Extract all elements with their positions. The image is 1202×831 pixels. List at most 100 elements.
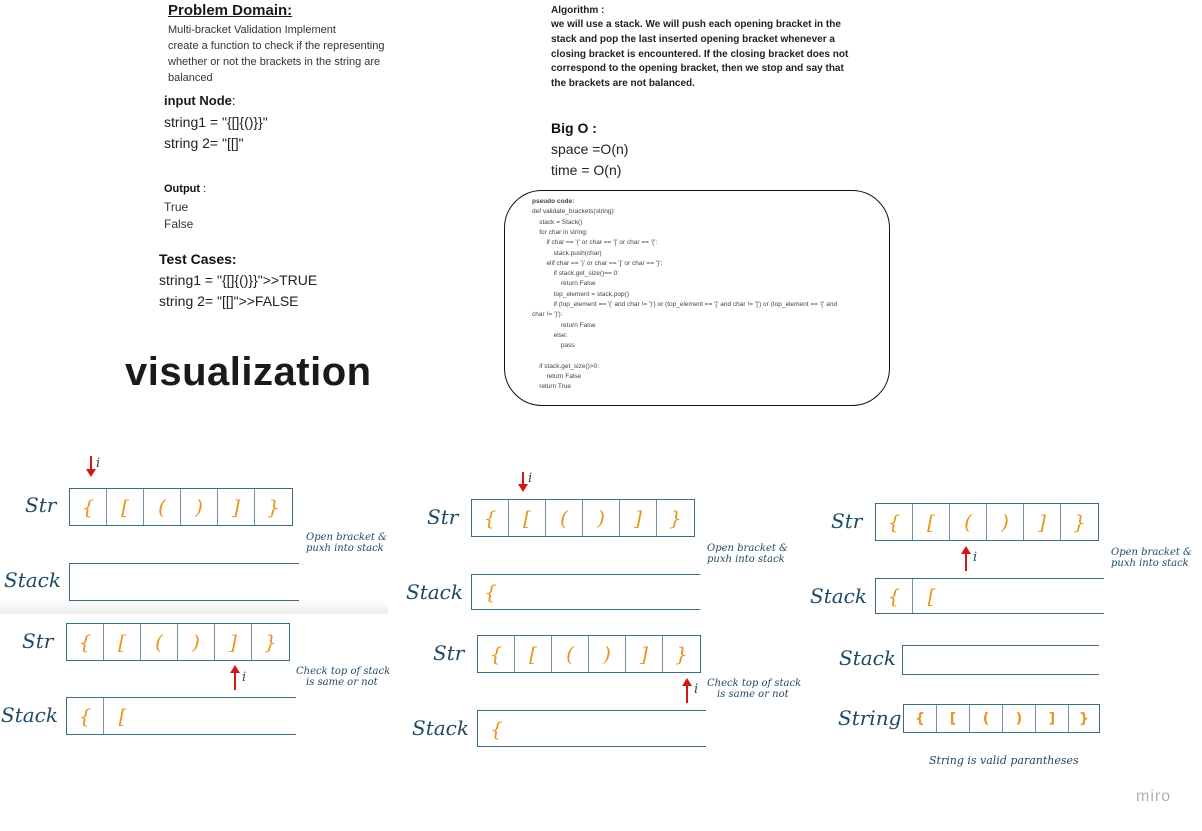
pointer-label: i: [242, 670, 247, 685]
bracket-cell: }: [675, 642, 688, 666]
stack-cell: {: [490, 716, 503, 741]
pointer-label: i: [694, 682, 699, 697]
stack-cell: {: [876, 579, 913, 613]
problem-domain-title: Problem Domain:: [168, 2, 293, 19]
stack-label: Stack: [406, 580, 463, 604]
pointer-arrow-line: [965, 553, 967, 571]
bracket-cell: (: [141, 624, 178, 660]
pseudo-code-line: return False: [532, 280, 596, 288]
bracket-cell: {: [67, 624, 104, 660]
final-string-row: { [ ( ) ] }: [903, 704, 1100, 733]
bracket-cell: }: [669, 506, 682, 530]
str-label: Str: [831, 509, 863, 533]
str-label: Str: [22, 629, 54, 653]
pseudo-code-line: if stack.get_size()>0:: [532, 362, 600, 370]
algorithm-line-2: stack and pop the last inserted opening …: [551, 34, 835, 45]
stack-label: Stack: [412, 716, 469, 740]
bracket-cell: ]: [215, 624, 252, 660]
test-case-2: string 2= "[[]">>FALSE: [159, 293, 299, 309]
problem-line-2: create a function to check if the repres…: [168, 40, 385, 52]
pseudo-code-line: if char == '(' or char == '[' or char ==…: [532, 239, 658, 247]
visualization-heading: visualization: [125, 350, 372, 394]
pseudo-code-line: else:: [532, 331, 568, 339]
pointer-label: i: [96, 456, 101, 471]
string-label: String: [838, 706, 902, 730]
bracket-cell: (: [552, 636, 589, 672]
string-row: { [ ( ) ] }: [875, 503, 1099, 541]
big-o-title: Big O :: [551, 120, 597, 136]
bracket-cell: {: [478, 636, 515, 672]
stack-label: Stack: [839, 646, 896, 670]
pointer-arrow-line: [522, 472, 524, 485]
bracket-cell: }: [267, 495, 280, 519]
miro-watermark: miro: [1136, 788, 1172, 805]
stack-label: Stack: [4, 568, 61, 592]
bracket-cell: [: [937, 705, 970, 732]
pseudo-code-box: [504, 190, 890, 406]
bracket-cell: (: [546, 500, 583, 536]
pseudo-code-line: top_element = stack.pop(): [532, 290, 630, 298]
bracket-cell: ]: [626, 636, 663, 672]
pseudo-code-line: return False: [532, 373, 582, 381]
string-row: { [ ( ) ] }: [69, 488, 293, 526]
pseudo-code-line: if stack.get_size()== 0:: [532, 270, 620, 278]
test-case-1: string1 = "{[]{()}}">>TRUE: [159, 272, 318, 288]
bracket-cell: [: [104, 624, 141, 660]
test-cases-title: Test Cases:: [159, 251, 237, 267]
note-open-bracket: Open bracket &puxh into stack: [707, 543, 788, 565]
bracket-cell: ]: [218, 489, 255, 525]
stack-row: { [: [875, 578, 1104, 614]
stack-row: [69, 563, 299, 601]
pseudo-code-line: elif char == ')' or char == ']' or char …: [532, 259, 663, 267]
bracket-cell: (: [950, 504, 987, 540]
algorithm-line-4: correspond to the opening bracket, then …: [551, 63, 844, 74]
bracket-cell: {: [876, 504, 913, 540]
stack-label: Stack: [1, 703, 58, 727]
input-title: input Node:: [164, 93, 236, 108]
algorithm-line-3: closing bracket is encountered. If the c…: [551, 49, 849, 60]
output-true: True: [164, 200, 189, 214]
pseudo-code-line: return False: [532, 321, 596, 329]
problem-line-1: Multi-bracket Validation Implement: [168, 24, 336, 36]
big-o-time: time = O(n): [551, 162, 622, 178]
input-string-1: string1 = "{[]{()}}": [164, 114, 268, 130]
algorithm-line-5: the brackets are not balanced.: [551, 78, 695, 89]
algorithm-line-1: we will use a stack. We will push each o…: [551, 19, 841, 30]
pointer-arrow-line: [686, 685, 688, 703]
panel-shadow: [0, 600, 388, 614]
stack-cell: [: [927, 584, 936, 608]
pointer-arrow-up-icon: [230, 665, 240, 673]
stack-cell: [: [118, 704, 127, 728]
stack-cell: {: [484, 580, 497, 604]
bracket-cell: ]: [1036, 705, 1069, 732]
bracket-cell: {: [904, 705, 937, 732]
output-title: Output :: [164, 183, 207, 195]
stack-row: {: [477, 710, 706, 747]
bracket-cell: ): [589, 636, 626, 672]
pseudo-code-line: stack.push(char): [532, 249, 602, 257]
pointer-arrow-line: [90, 456, 92, 470]
str-label: Str: [427, 505, 459, 529]
pseudo-code-line: pseudo code:: [532, 198, 575, 205]
stack-row: {: [471, 574, 700, 610]
bracket-cell: }: [1079, 710, 1089, 727]
problem-line-3: whether or not the brackets in the strin…: [168, 56, 381, 68]
string-row: { [ ( ) ] }: [471, 499, 695, 537]
bracket-cell: {: [472, 500, 509, 536]
pointer-label: i: [973, 550, 978, 565]
pseudo-code-line: stack = Stack(): [532, 218, 583, 226]
valid-string-note: String is valid parantheses: [929, 754, 1079, 767]
bracket-cell: (: [970, 705, 1003, 732]
bracket-cell: ): [1003, 705, 1036, 732]
bracket-cell: ]: [620, 500, 657, 536]
bracket-cell: [: [509, 500, 546, 536]
bracket-cell: ): [583, 500, 620, 536]
pointer-arrow-down-icon: [86, 469, 96, 477]
bracket-cell: ]: [1024, 504, 1061, 540]
pseudo-code-line: return True: [532, 383, 572, 391]
bracket-cell: {: [70, 489, 107, 525]
string-row: { [ ( ) ] }: [477, 635, 701, 673]
note-open-bracket: Open bracket &puxh into stack: [1111, 547, 1192, 569]
